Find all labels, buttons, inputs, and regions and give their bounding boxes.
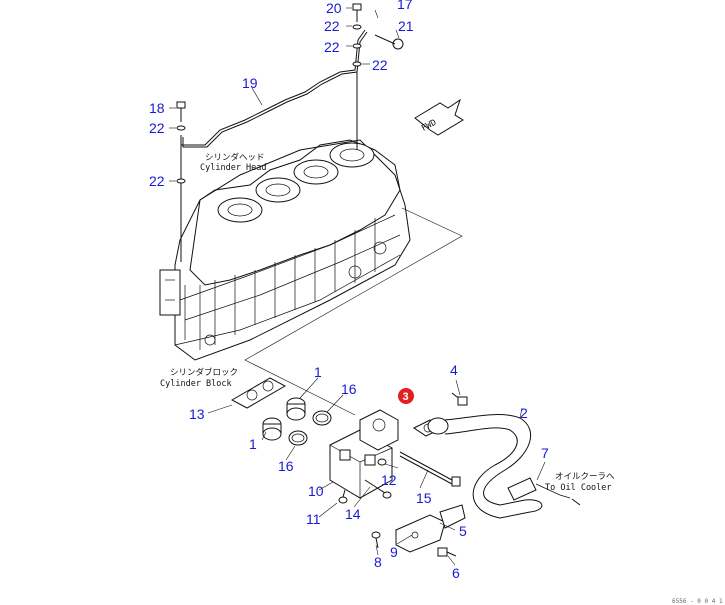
callout-12[interactable]: 12 [381, 472, 397, 488]
callout-3-highlight[interactable]: 3 [398, 388, 414, 404]
bolt-8 [371, 531, 381, 549]
connector-1b [262, 417, 282, 441]
callout-10[interactable]: 10 [308, 483, 324, 499]
bolt-15 [399, 451, 461, 487]
bolt-4 [451, 392, 468, 406]
cylinder-block-assembly [159, 139, 411, 361]
cooler-label-jp: オイルクーラへ [555, 472, 615, 482]
clamp-9 [439, 504, 466, 529]
bolt-12 [377, 458, 387, 466]
head-label-en: Cylinder Head [200, 163, 267, 173]
callout-17[interactable]: 17 [397, 0, 413, 12]
callout-22-c[interactable]: 22 [372, 57, 388, 73]
callout-1-b[interactable]: 1 [249, 436, 257, 452]
callout-22-d[interactable]: 22 [149, 120, 165, 136]
o-ring-16a [312, 410, 332, 426]
callout-2[interactable]: 2 [520, 405, 528, 421]
gasket-13 [230, 377, 287, 409]
callout-1-a[interactable]: 1 [314, 364, 322, 380]
bolt-11 [338, 489, 348, 504]
washer-22e [176, 178, 186, 184]
forward-arrow-icon: FWD [414, 98, 464, 136]
hose-7 [507, 477, 581, 506]
callout-numbers: 20 17 22 21 22 22 19 18 22 22 1 16 13 1 … [149, 0, 549, 581]
block-label-jp: シリンダブロック [170, 367, 238, 378]
callout-7[interactable]: 7 [541, 445, 549, 461]
oil-tube [180, 29, 366, 146]
washer-22b [352, 43, 362, 49]
callout-19[interactable]: 19 [242, 75, 258, 91]
callout-8[interactable]: 8 [374, 554, 382, 570]
callout-22-b[interactable]: 22 [324, 39, 340, 55]
bracket-bolt-21 [374, 34, 404, 50]
fwd-label: FWD [420, 118, 438, 134]
callout-22-e[interactable]: 22 [149, 173, 165, 189]
oil-pipe-2 [427, 414, 543, 519]
bolt-6 [437, 547, 457, 557]
connector-1a [286, 397, 306, 421]
callout-15[interactable]: 15 [416, 490, 432, 506]
callout-4[interactable]: 4 [450, 362, 458, 378]
callout-22-a[interactable]: 22 [324, 18, 340, 34]
leader-lines [169, 7, 546, 566]
washer-22c [352, 61, 362, 67]
callout-20[interactable]: 20 [326, 0, 342, 16]
top-bolt-18 [176, 101, 186, 122]
callout-14[interactable]: 14 [345, 506, 361, 522]
reference-frame-line [244, 207, 463, 416]
callout-16-b[interactable]: 16 [278, 458, 294, 474]
o-ring-16b [288, 430, 308, 446]
cooler-label-en: To Oil Cooler [545, 483, 612, 493]
callout-11[interactable]: 11 [306, 511, 321, 527]
top-bolt-20 [352, 3, 362, 22]
bracket-5 [395, 514, 446, 553]
callout-6[interactable]: 6 [452, 565, 460, 581]
callout-13[interactable]: 13 [189, 406, 205, 422]
callout-21[interactable]: 21 [398, 18, 414, 34]
callout-3[interactable]: 3 [403, 391, 409, 403]
filter-head-10 [329, 409, 399, 499]
cylinder-head-ports [217, 142, 375, 223]
washer-22a [352, 24, 362, 30]
callout-9[interactable]: 9 [390, 544, 398, 560]
drawing-code: 6556 - 0 0 4 1 [672, 598, 723, 605]
callout-16-a[interactable]: 16 [341, 381, 357, 397]
callout-5[interactable]: 5 [459, 523, 467, 539]
callout-18[interactable]: 18 [149, 100, 165, 116]
block-label-en: Cylinder Block [160, 379, 232, 389]
washer-22d [176, 125, 186, 131]
bolt-14 [364, 479, 392, 499]
head-label-jp: シリンダヘッド [205, 152, 265, 163]
